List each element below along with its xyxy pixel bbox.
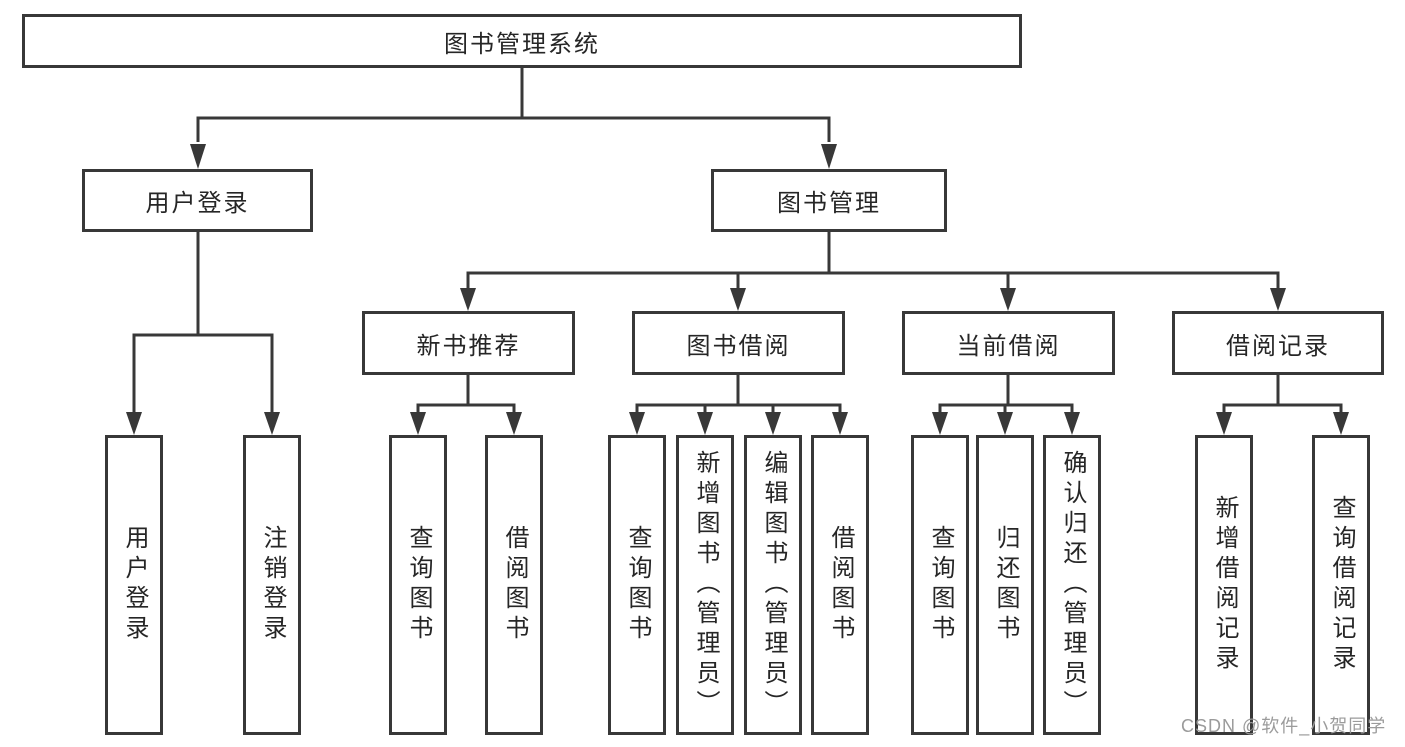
- leaf-query-borrow-record-label: 查询借阅记录: [1328, 495, 1355, 675]
- node-borrowing-records-label: 借阅记录: [1226, 332, 1330, 360]
- leaf-return-books-label: 归还图书: [992, 525, 1019, 645]
- node-current-borrowing: 当前借阅: [902, 311, 1115, 375]
- leaf-add-borrow-record: 新增借阅记录: [1195, 435, 1253, 735]
- node-root-system-label: 图书管理系统: [444, 30, 600, 58]
- leaf-add-books-admin-label: 新增图书（管理员）: [692, 450, 719, 720]
- leaf-add-books-admin: 新增图书（管理员）: [676, 435, 734, 735]
- leaf-user-login-label: 用户登录: [121, 525, 148, 645]
- node-book-borrowing-label: 图书借阅: [686, 332, 791, 360]
- node-borrowing-records: 借阅记录: [1172, 311, 1384, 375]
- node-user-login-module: 用户登录: [82, 169, 313, 232]
- leaf-edit-books-admin-label: 编辑图书（管理员）: [760, 450, 787, 720]
- leaf-return-books: 归还图书: [976, 435, 1034, 735]
- leaf-recommend-query-books-label: 查询图书: [405, 525, 432, 645]
- leaf-borrowing-query-books-label: 查询图书: [624, 525, 651, 645]
- leaf-logout-label: 注销登录: [259, 525, 286, 645]
- leaf-recommend-borrow-books-label: 借阅图书: [501, 525, 528, 645]
- leaf-borrowing-borrow-books-label: 借阅图书: [827, 525, 854, 645]
- leaf-query-borrow-record: 查询借阅记录: [1312, 435, 1370, 735]
- leaf-edit-books-admin: 编辑图书（管理员）: [744, 435, 802, 735]
- leaf-recommend-borrow-books: 借阅图书: [485, 435, 543, 735]
- leaf-logout: 注销登录: [243, 435, 301, 735]
- leaf-add-borrow-record-label: 新增借阅记录: [1211, 495, 1238, 675]
- node-book-borrowing: 图书借阅: [632, 311, 845, 375]
- node-root-system: 图书管理系统: [22, 14, 1022, 68]
- leaf-current-query-books: 查询图书: [911, 435, 969, 735]
- node-book-management-module-label: 图书管理: [777, 190, 881, 217]
- leaf-user-login: 用户登录: [105, 435, 163, 735]
- node-user-login-module-label: 用户登录: [145, 190, 250, 217]
- leaf-confirm-return-admin-label: 确认归还（管理员）: [1059, 450, 1086, 720]
- node-new-book-recommend: 新书推荐: [362, 311, 575, 375]
- csdn-watermark: CSDN @软件_小贺同学: [1181, 716, 1387, 736]
- leaf-borrowing-borrow-books: 借阅图书: [811, 435, 869, 735]
- leaf-confirm-return-admin: 确认归还（管理员）: [1043, 435, 1101, 735]
- leaf-borrowing-query-books: 查询图书: [608, 435, 666, 735]
- leaf-current-query-books-label: 查询图书: [927, 525, 954, 645]
- node-book-management-module: 图书管理: [711, 169, 947, 232]
- node-current-borrowing-label: 当前借阅: [956, 332, 1061, 360]
- leaf-recommend-query-books: 查询图书: [389, 435, 447, 735]
- node-new-book-recommend-label: 新书推荐: [416, 332, 521, 360]
